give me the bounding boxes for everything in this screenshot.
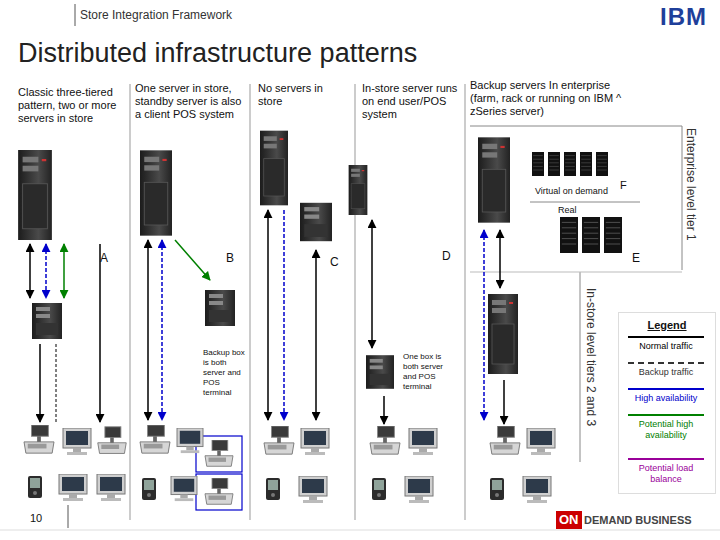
column-letter: E [632,251,640,265]
column-description: Backup servers In enterprise (farm, rack… [470,79,630,118]
legend-text: Normal traffic [622,341,710,352]
column-description: In-store server runs on end user/POS sys… [362,82,460,121]
column-letter: A [100,251,108,265]
column-letter: D [442,249,451,263]
legend-text: Potential high availability [622,419,710,441]
callout-note: Backup box is both server and POS termin… [203,348,247,398]
brand-logo: ONDEMAND BUSINESS [556,511,706,531]
page-number: 10 [30,512,42,524]
legend-text: Backup traffic [622,367,710,378]
legend-swatch [628,388,704,390]
brand-text: DEMAND BUSINESS [584,514,692,526]
legend-heading: Legend [619,319,715,331]
column-description: Classic three-tiered pattern, two or mor… [18,86,128,125]
column-description: No servers in store [258,82,348,108]
column-letter: B [226,251,234,265]
column-description: One server in store, standby server is a… [135,82,247,121]
tier-label: Enterprise level tier 1 [684,128,698,241]
area-letter: F [620,179,627,191]
header-text: Store Integration Framework [80,8,232,22]
column-letter: C [330,255,339,269]
area-label: Real [558,205,577,215]
slide-title: Distributed infrastructure patterns [18,38,417,69]
legend-swatch [628,336,704,338]
legend-text: Potential load balance [622,463,710,485]
brand-box: ON [556,511,582,529]
ibm-logo: IBM [660,3,707,31]
area-label: Virtual on demand [535,186,608,196]
legend-swatch [628,414,704,416]
legend-swatch [628,458,704,460]
tier-label: In-store level tiers 2 and 3 [584,288,598,426]
legend-swatch [628,362,704,364]
callout-note: One box is both server and POS terminal [403,352,447,392]
legend-text: High availability [622,393,710,404]
